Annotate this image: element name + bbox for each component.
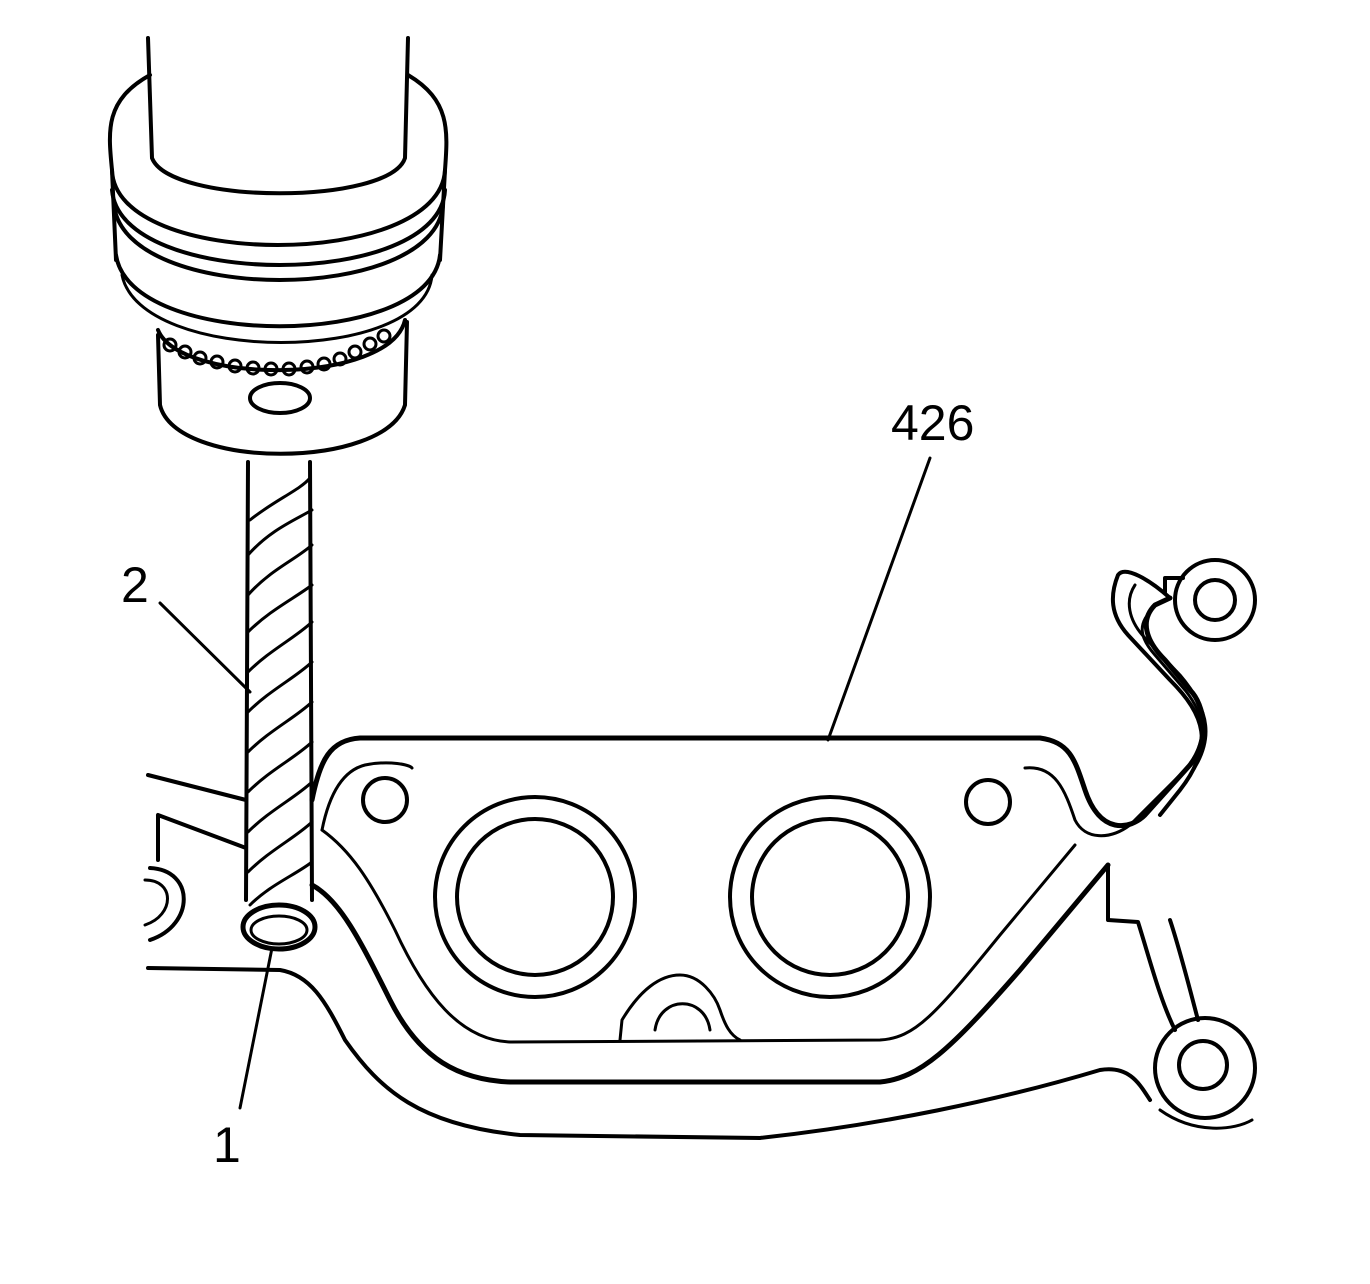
drill-bit	[244, 460, 314, 907]
knurl-teeth	[162, 328, 392, 377]
leader-line-1	[238, 946, 274, 1110]
drilled-hole	[240, 902, 318, 952]
callout-hole-1: 1	[213, 1117, 241, 1173]
leader-lines	[158, 456, 932, 1110]
base-casting	[143, 773, 1254, 1140]
callout-drill-bit-2: 2	[121, 557, 149, 613]
drill-chuck	[107, 36, 449, 456]
leader-line-2	[158, 601, 252, 694]
gasket-426	[309, 558, 1257, 1120]
leader-line-426	[826, 456, 932, 742]
callout-gasket-426: 426	[891, 395, 975, 451]
